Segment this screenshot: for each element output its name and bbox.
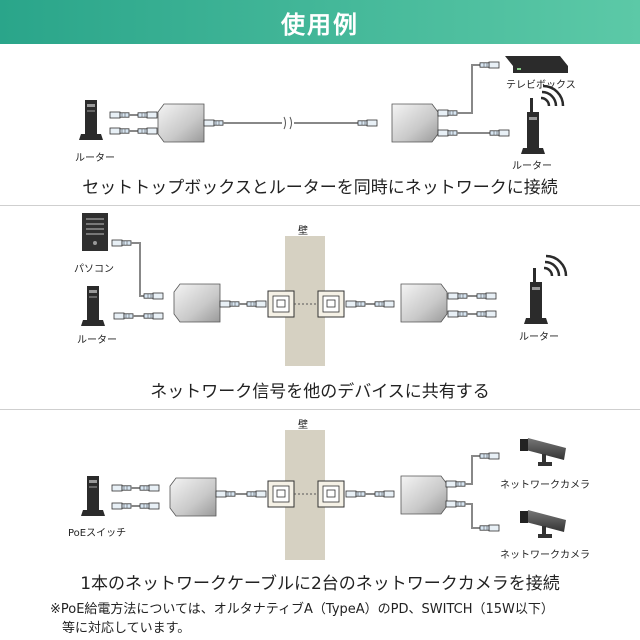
cable-plug — [345, 490, 366, 498]
poe-switch-label: PoEスイッチ — [68, 528, 127, 539]
settop-label: テレビボックス — [506, 80, 576, 91]
cable-plug — [375, 301, 394, 307]
camera-label: ネットワークカメラ — [500, 550, 590, 561]
section-2-caption: ネットワーク信号を他のデバイスに共有する — [150, 382, 490, 402]
cable-plug — [437, 109, 458, 117]
router-label: ルーター — [519, 332, 559, 343]
wall-label: 壁 — [298, 420, 308, 431]
wall-jack-icon — [267, 480, 295, 508]
note-line-1: ※PoE給電方法については、オルタナティブA（TypeA）のPD、SWITCH（… — [50, 602, 554, 617]
section-3-diagram — [81, 430, 566, 560]
pc-tower-icon — [82, 213, 108, 251]
cable-plug — [447, 310, 468, 318]
wifi-router-icon — [519, 84, 565, 156]
settop-box-icon — [505, 56, 568, 73]
network-camera-icon — [520, 438, 566, 466]
section-3-caption: 1本のネットワークケーブルに2台のネットワークカメラを接続 — [80, 574, 560, 594]
note-line-2: 等に対応しています。 — [62, 621, 191, 636]
cable-plug — [111, 502, 132, 510]
section-1-diagram — [79, 56, 568, 156]
router-icon — [81, 286, 105, 326]
cable-plug — [203, 119, 224, 127]
poe-switch-icon — [81, 476, 105, 516]
page-title: 使用例 — [281, 10, 359, 39]
cable-plug — [375, 491, 394, 497]
router-icon — [79, 100, 103, 140]
cable-plug — [447, 292, 468, 300]
cable-plug — [219, 300, 240, 308]
cable-plug — [111, 239, 132, 247]
cable-plug — [144, 293, 163, 299]
splitter-left-icon — [169, 477, 217, 517]
cable-plug — [477, 311, 496, 317]
cable-plug — [140, 503, 159, 509]
cable-plug — [247, 301, 266, 307]
splitter-right-icon — [400, 475, 448, 515]
router-label: ルーター — [512, 161, 552, 172]
section-2-diagram — [81, 213, 568, 366]
cable-plug — [445, 500, 466, 508]
router-label: ルーター — [77, 335, 117, 346]
cable-plug — [477, 293, 496, 299]
cable-plug — [490, 130, 509, 136]
wall-jack-icon — [317, 480, 345, 508]
router-label: ルーター — [75, 153, 115, 164]
cable-plug — [113, 312, 134, 320]
cable-plug — [480, 453, 499, 459]
wall-jack-icon — [267, 290, 295, 318]
cable-plug — [480, 62, 499, 68]
pc-label: パソコン — [74, 264, 114, 275]
wifi-router-icon — [522, 254, 568, 326]
title-bar: 使用例 — [0, 0, 640, 44]
wall-jack-icon — [317, 290, 345, 318]
cable-plug — [138, 128, 157, 134]
section-1-caption: セットトップボックスとルーターを同時にネットワークに接続 — [82, 178, 558, 198]
cable-plug — [109, 111, 130, 119]
cable-plug — [247, 491, 266, 497]
cable-plug — [111, 484, 132, 492]
cable-plug — [345, 300, 366, 308]
splitter-left-icon — [173, 283, 221, 323]
wall-label: 壁 — [298, 226, 308, 237]
cable-plug — [144, 313, 163, 319]
splitter-right-icon — [400, 283, 448, 323]
camera-label: ネットワークカメラ — [500, 480, 590, 491]
cable-plug — [445, 480, 466, 488]
cable-plug — [138, 112, 157, 118]
splitter-left-icon — [157, 103, 205, 143]
cable-plug — [140, 485, 159, 491]
divider — [0, 409, 640, 410]
network-camera-icon — [520, 510, 566, 538]
cable-plug — [358, 120, 377, 126]
splitter-right-icon — [391, 103, 439, 143]
divider — [0, 205, 640, 206]
cable-plug — [109, 127, 130, 135]
cable-plug — [437, 129, 458, 137]
cable-plug — [215, 490, 236, 498]
cable-plug — [480, 525, 499, 531]
